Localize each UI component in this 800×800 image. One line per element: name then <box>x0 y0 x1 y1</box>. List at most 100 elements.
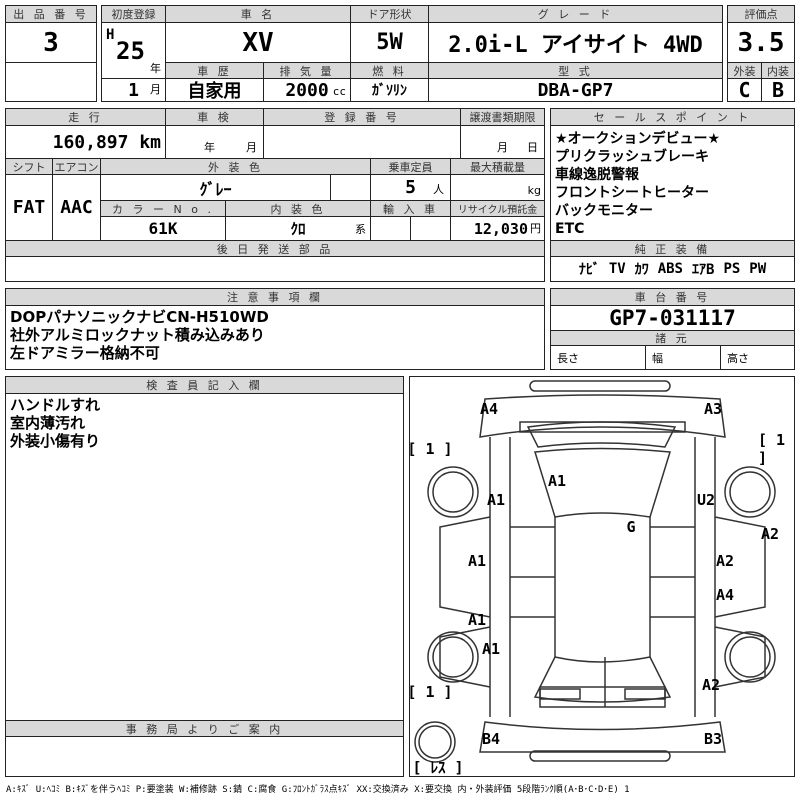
sales-points: ★オークションデビュー★ プリクラッシュブレーキ 車線逸脱警報 フロントシートヒ… <box>550 125 795 241</box>
history-label: 車 歴 <box>165 62 264 79</box>
sales-label: セ ー ル ス ポ イ ン ト <box>550 108 795 126</box>
sales-point: 車線逸脱警報 <box>555 167 639 183</box>
fuel-label: 燃 料 <box>350 62 429 79</box>
equipment-item: PW <box>749 261 767 277</box>
sales-point: バックモニター <box>555 203 653 219</box>
month-unit: 月 <box>246 141 257 154</box>
car-outline-icon <box>414 380 776 763</box>
equipment-item: TV <box>608 261 626 277</box>
equipment-label: 純 正 装 備 <box>550 240 795 257</box>
model-code: DBA-GP7 <box>428 78 723 102</box>
first-reg-label: 初度登録 <box>101 5 166 23</box>
shift: FAT <box>5 174 53 241</box>
cc-unit: cc <box>332 85 346 98</box>
tire-mark: [ 1 ] <box>407 683 453 701</box>
capacity-label: 乗車定員 <box>370 158 451 175</box>
interior-color-label: 内 装 色 <box>225 200 371 217</box>
lot-label: 出 品 番 号 <box>5 5 97 23</box>
notes-body: DOPパナソニックナビCN-H510WD 社外アルミロックナット積み込みあり 左… <box>5 305 545 370</box>
lot-empty <box>5 62 97 102</box>
yen-unit: 円 <box>530 222 541 235</box>
inspection-date: 年 月 <box>165 125 264 159</box>
interior-label: 内装 <box>761 62 795 79</box>
chassis-label: 車 台 番 号 <box>550 288 795 306</box>
damage-mark: B3 <box>703 730 723 748</box>
history: 自家用 <box>165 78 264 102</box>
length: 長さ <box>550 345 646 370</box>
legend-footer: A:ｷｽﾞ U:ﾍｺﾐ B:ｷｽﾞを伴うﾍｺﾐ P:要塗装 W:補修跡 S:錆 … <box>6 785 630 795</box>
interior-color-unit: 系 <box>355 223 366 236</box>
max-load-label: 最大積載量 <box>450 158 545 175</box>
height: 高さ <box>720 345 795 370</box>
capacity-value: 5 <box>405 177 416 198</box>
note-line: 社外アルミロックナット積み込みあり <box>10 326 265 344</box>
year-unit: 年 <box>150 62 161 75</box>
damage-mark: A2 <box>701 676 721 694</box>
month: 1 <box>128 79 139 101</box>
transfer-label: 譲渡書類期限 <box>460 108 545 126</box>
score-label: 評価点 <box>727 5 795 23</box>
parts-label: 後 日 発 送 部 品 <box>5 240 545 257</box>
damage-mark: A1 <box>467 611 487 629</box>
fuel: ｶﾞｿﾘﾝ <box>350 78 429 102</box>
lot-number: 3 <box>5 22 97 63</box>
sales-point: ★オークションデビュー★ <box>555 131 721 147</box>
notes-label: 注 意 事 項 欄 <box>5 288 545 306</box>
displacement-value: 2000 <box>285 79 329 101</box>
name-label: 車 名 <box>165 5 351 23</box>
equipment-item: ﾅﾋﾞ <box>578 262 600 278</box>
mileage-label: 走 行 <box>5 108 166 126</box>
inspector-label: 検 査 員 記 入 欄 <box>5 376 404 394</box>
month-unit: 月 <box>497 141 508 154</box>
tire-mark: [ 1 ] <box>758 431 786 467</box>
month-unit: 月 <box>150 83 161 96</box>
kg-unit: kg <box>527 184 541 197</box>
chassis-number: GP7-031117 <box>550 305 795 331</box>
ac: AAC <box>52 174 101 241</box>
transfer-date: 月 日 <box>460 125 545 159</box>
door-label: ドア形状 <box>350 5 429 23</box>
first-reg-month: 1 月 <box>101 78 166 102</box>
damage-mark: A2 <box>715 552 735 570</box>
first-reg-year: H 25 年 <box>101 22 166 79</box>
sales-point: ETC <box>555 221 585 237</box>
damage-mark: A4 <box>715 586 735 604</box>
width: 幅 <box>645 345 721 370</box>
damage-mark: A3 <box>703 400 723 418</box>
color-extra <box>330 174 371 201</box>
inspector-line: 外装小傷有り <box>10 432 101 450</box>
damage-mark: A1 <box>547 472 567 490</box>
tire-mark: [ 1 ] <box>407 440 453 458</box>
equipment-item: PS <box>723 261 741 277</box>
era: H <box>106 27 115 43</box>
max-load: kg <box>450 174 545 201</box>
color-no-label: カ ラ ー N o . <box>100 200 226 217</box>
mileage: 160,897 km <box>5 125 166 159</box>
equipment-item: ｶﾜ <box>634 262 649 278</box>
grade-label: グ レ ー ド <box>428 5 723 23</box>
color-label: 外 装 色 <box>100 158 371 175</box>
recycle-value: 12,030 <box>473 219 528 238</box>
year-unit: 年 <box>204 141 215 154</box>
shift-label: シフト <box>5 158 53 175</box>
damage-mark: A2 <box>760 525 780 543</box>
inspector-line: ハンドルすれ <box>10 396 101 414</box>
damage-mark: U2 <box>696 491 716 509</box>
displacement-label: 排 気 量 <box>263 62 351 79</box>
note-line: DOPパナソニックナビCN-H510WD <box>10 308 269 326</box>
exterior-grade: C <box>727 78 762 102</box>
recycle-fee: 12,030 円 <box>450 216 545 241</box>
spec-label: 諸 元 <box>550 330 795 346</box>
capacity-unit: 人 <box>433 183 444 196</box>
import-cell-1 <box>370 216 411 241</box>
door-type: 5W <box>350 22 429 63</box>
inspector-line: 室内薄汚れ <box>10 414 86 432</box>
day-unit: 日 <box>527 141 538 154</box>
note-line: 左ドアミラー格納不可 <box>10 344 160 362</box>
damage-mark: B4 <box>481 730 501 748</box>
damage-mark: G <box>626 518 636 536</box>
equipment-item: ｴｱB <box>692 262 715 278</box>
equipment-item: ABS <box>657 261 683 277</box>
overall-score: 3.5 <box>727 22 795 63</box>
